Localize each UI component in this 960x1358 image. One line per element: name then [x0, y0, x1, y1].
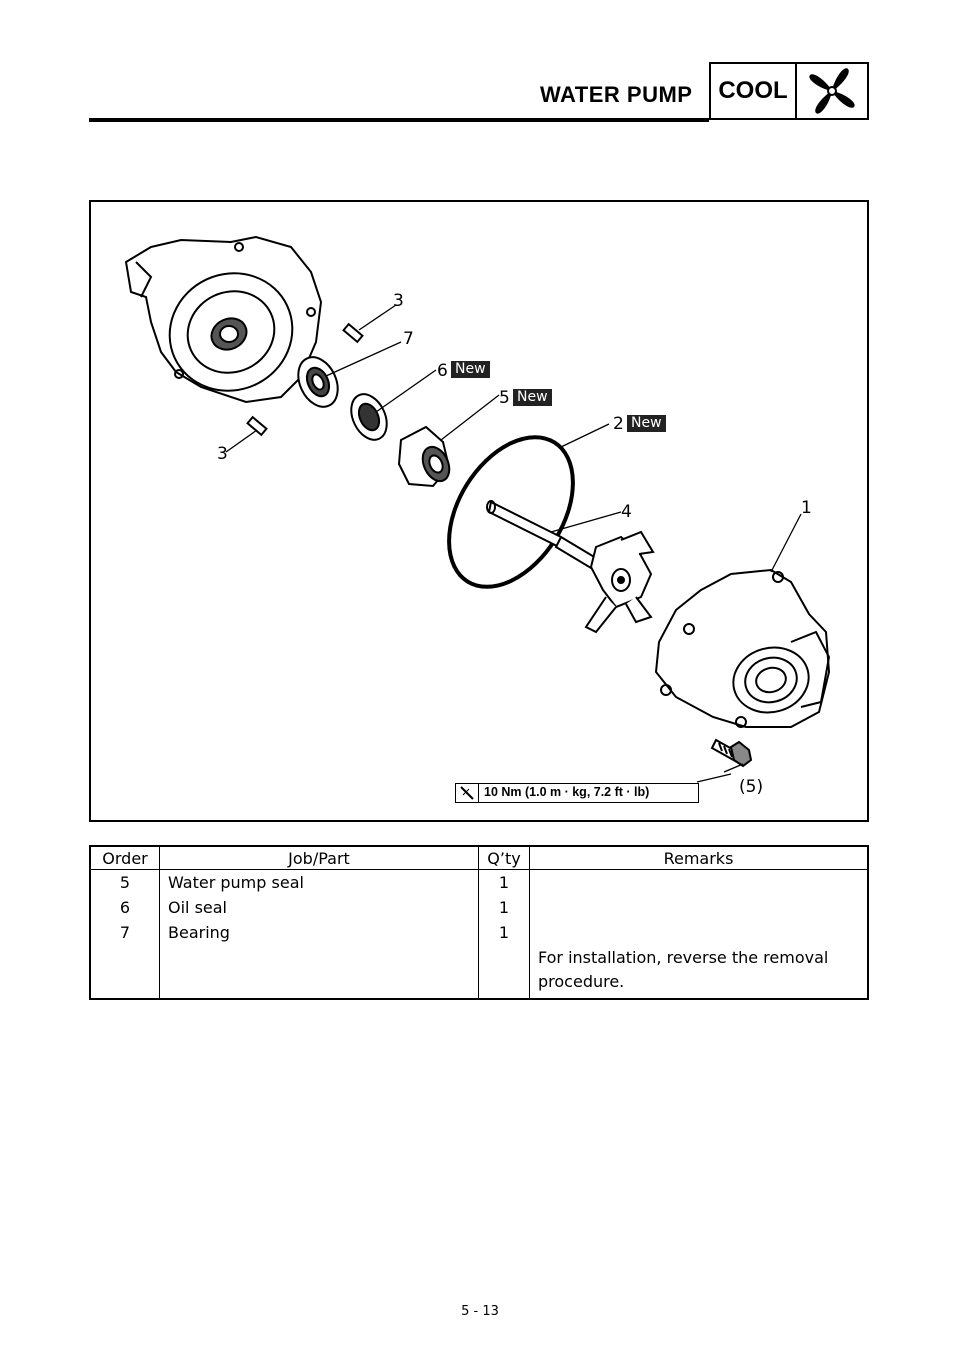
qty-cell: 1 — [478, 895, 530, 920]
qty-cell: 1 — [478, 869, 530, 895]
new-tag-6: New — [451, 361, 490, 378]
order-cell: 5 — [119, 873, 131, 892]
page-title: WATER PUMP — [540, 82, 693, 107]
water-pump-exploded-drawing — [124, 235, 831, 783]
section-badge: COOL — [709, 62, 869, 120]
part-cell: Oil seal — [159, 895, 479, 920]
part-cell: Bearing — [159, 920, 479, 945]
parts-table: Order Job/Part Q’ty Remarks 5 Water pump… — [89, 845, 869, 1000]
pump-housing-crankcase-side — [124, 235, 323, 404]
callout-4: 4 — [621, 502, 632, 522]
column-header-remarks: Remarks — [529, 846, 868, 870]
impeller-shaft-part — [486, 500, 655, 634]
part-cell — [159, 945, 479, 999]
order-cell: 7 — [119, 923, 131, 942]
section-badge-label: COOL — [711, 64, 797, 118]
bolt-part — [710, 738, 753, 768]
callout-1: 1 — [801, 498, 812, 518]
remarks-cell — [529, 895, 868, 920]
column-header-qty: Q’ty — [478, 846, 530, 870]
qty-cell — [478, 945, 530, 999]
callout-3-top: 3 — [393, 291, 404, 311]
table-row: 6 Oil seal 1 — [90, 895, 868, 920]
callout-2: 2 — [613, 414, 624, 434]
header-rule — [89, 118, 709, 122]
table-header-row: Order Job/Part Q’ty Remarks — [90, 846, 868, 870]
remarks-cell — [529, 869, 868, 895]
column-header-order: Order — [90, 846, 160, 870]
new-tag-2: New — [627, 415, 666, 432]
callout-7: 7 — [403, 329, 414, 349]
table-row: 5 Water pump seal 1 — [90, 869, 868, 895]
exploded-view-figure: 3 7 6 New 5 New 2 New 3 4 1 (5) 10 Nm (1… — [89, 200, 869, 822]
page-number: 5 - 13 — [461, 1304, 499, 1319]
fan-icon — [797, 64, 867, 118]
water-pump-seal-part — [397, 425, 451, 488]
remarks-cell — [529, 920, 868, 945]
new-tag-5: New — [513, 389, 552, 406]
oil-seal-part — [350, 393, 388, 441]
callout-6: 6 — [437, 361, 448, 381]
part-cell: Water pump seal — [159, 869, 479, 895]
table-row: 7 Bearing 1 — [90, 920, 868, 945]
remarks-cell: For installation, reverse the removal pr… — [529, 945, 868, 999]
table-row: For installation, reverse the removal pr… — [90, 945, 868, 999]
pump-cover-part — [654, 568, 831, 728]
callout-bolt: (5) — [739, 777, 764, 797]
order-cell — [90, 945, 160, 999]
torque-spec-box: 10 Nm (1.0 m · kg, 7.2 ft · lb) — [455, 783, 699, 803]
order-cell: 6 — [119, 898, 131, 917]
callout-3-bottom: 3 — [217, 444, 228, 464]
torque-wrench-icon — [456, 784, 479, 802]
callout-5: 5 — [499, 388, 510, 408]
qty-cell: 1 — [478, 920, 530, 945]
column-header-job-part: Job/Part — [159, 846, 479, 870]
bearing-part — [297, 356, 339, 408]
torque-spec-value: 10 Nm (1.0 m · kg, 7.2 ft · lb) — [484, 785, 650, 799]
